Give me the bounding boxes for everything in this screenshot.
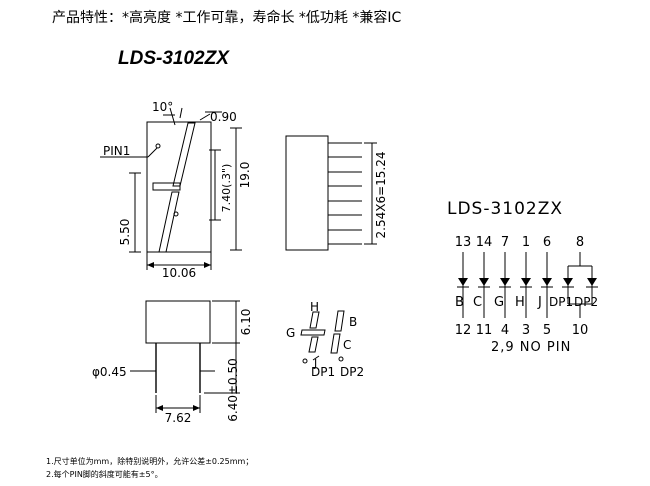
seg-b	[334, 310, 345, 332]
seg-label-g: G	[494, 295, 504, 310]
side-view: 2.54X6=15.24	[285, 135, 388, 251]
width-label: 10.06	[162, 266, 196, 280]
decimal-point	[173, 211, 179, 217]
seg-g	[300, 329, 326, 336]
notes: 1.尺寸单位为mm，除特别说明外，允许公差±0.25mm； 2.每个PIN脚的斜…	[46, 455, 253, 481]
bottom-outline	[145, 300, 211, 344]
front-view: 10° 0.90 PIN1 19.0 7.40(.3") 5.50 10.06	[100, 100, 252, 280]
pin-dia-label: φ0.45	[92, 365, 127, 379]
segment-middle	[152, 182, 181, 191]
schematic: LDS-3102ZX 13 14 7 1 6 8 B C G H	[447, 199, 598, 355]
seg-label-dp2: DP2	[574, 295, 598, 309]
bottom-height-label: 6.10	[239, 309, 253, 336]
schematic-title: LDS-3102ZX	[447, 199, 563, 219]
row-spacing-label: 7.62	[165, 411, 192, 425]
segment-lower	[158, 191, 180, 253]
bottom-pin-5: 5	[543, 323, 551, 338]
seg-label-h: H	[515, 295, 525, 310]
top-pin-6: 6	[543, 235, 551, 250]
top-pin-8: 8	[576, 235, 584, 250]
top-pin-14: 14	[476, 235, 493, 250]
seg-label-b: B	[455, 295, 464, 310]
label-g: G	[286, 326, 295, 340]
bottom-pin-4: 4	[501, 323, 509, 338]
seg-label-c: C	[473, 295, 482, 310]
diode-row	[457, 278, 598, 288]
label-dp1: DP1	[311, 365, 335, 379]
pin1-label: PIN1	[103, 144, 130, 158]
digit-height-label: 7.40(.3")	[220, 164, 233, 213]
seg-c	[330, 333, 341, 354]
dp2-dot	[338, 356, 344, 362]
side-outline	[285, 135, 329, 251]
product-features: 产品特性：*高亮度 *工作可靠，寿命长 *低功耗 *兼容IC	[52, 10, 402, 26]
lead-length-label: 6.40±0.50	[226, 358, 240, 422]
seg-h	[309, 311, 320, 329]
label-c: C	[343, 338, 351, 352]
bottom-pin-10: 10	[572, 323, 589, 338]
label-j: J	[313, 357, 317, 370]
angle-label: 10°	[152, 100, 173, 114]
offset-label: 5.50	[118, 219, 132, 246]
height-label: 19.0	[238, 162, 252, 189]
label-h: H	[310, 300, 319, 314]
front-outline	[146, 121, 212, 253]
seg-j	[308, 336, 319, 353]
note-1: 1.尺寸单位为mm，除特别说明外，允许公差±0.25mm；	[46, 457, 254, 466]
label-b: B	[349, 315, 357, 329]
top-pin-7: 7	[501, 235, 509, 250]
segment-diagram: H G B C J DP1 DP2	[286, 300, 364, 379]
segment-upper	[172, 122, 196, 187]
seg-label-j: J	[537, 295, 542, 310]
bottom-pin-12: 12	[455, 323, 472, 338]
note-2: 2.每个PIN脚的斜度可能有±5°。	[46, 470, 163, 479]
pin1-mark	[155, 143, 161, 149]
model-title: LDS-3102ZX	[118, 48, 229, 69]
side-pins	[328, 142, 362, 245]
bottom-pin-3: 3	[522, 323, 530, 338]
pitch-label: 2.54X6=15.24	[374, 152, 388, 239]
top-pin-13: 13	[455, 235, 472, 250]
top-pin-1: 1	[522, 235, 530, 250]
dp1-dot	[302, 358, 308, 364]
lead-dia-label: 0.90	[210, 110, 237, 124]
bottom-view: 6.10 φ0.45 7.62 6.40±0.50	[92, 300, 253, 425]
no-pin-label: 2,9 NO PIN	[491, 340, 571, 355]
seg-label-dp1: DP1	[549, 295, 573, 309]
bottom-pin-11: 11	[476, 323, 493, 338]
label-dp2: DP2	[340, 365, 364, 379]
